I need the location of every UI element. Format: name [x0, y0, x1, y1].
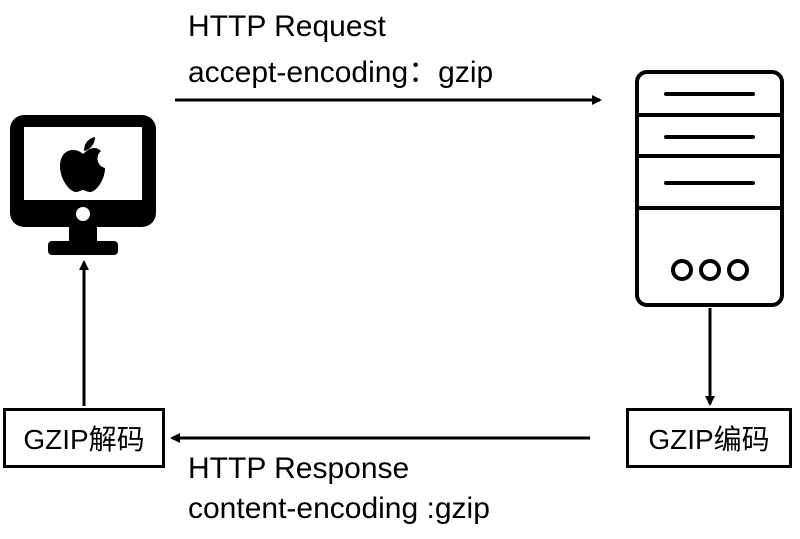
response-title: HTTP Response [188, 452, 410, 485]
gzip-decode-box: GZIP解码 [3, 408, 165, 468]
apple-computer-icon [10, 115, 156, 255]
response-header: content-encoding :gzip [188, 492, 490, 525]
apple-logo-icon [60, 137, 105, 192]
gzip-encode-box: GZIP编码 [626, 408, 792, 468]
server-icon [635, 70, 784, 307]
request-title: HTTP Request [188, 10, 386, 43]
request-header: accept-encoding：gzip [188, 56, 494, 89]
gzip-decode-label: GZIP解码 [23, 424, 145, 455]
gzip-encode-label: GZIP编码 [648, 424, 770, 455]
